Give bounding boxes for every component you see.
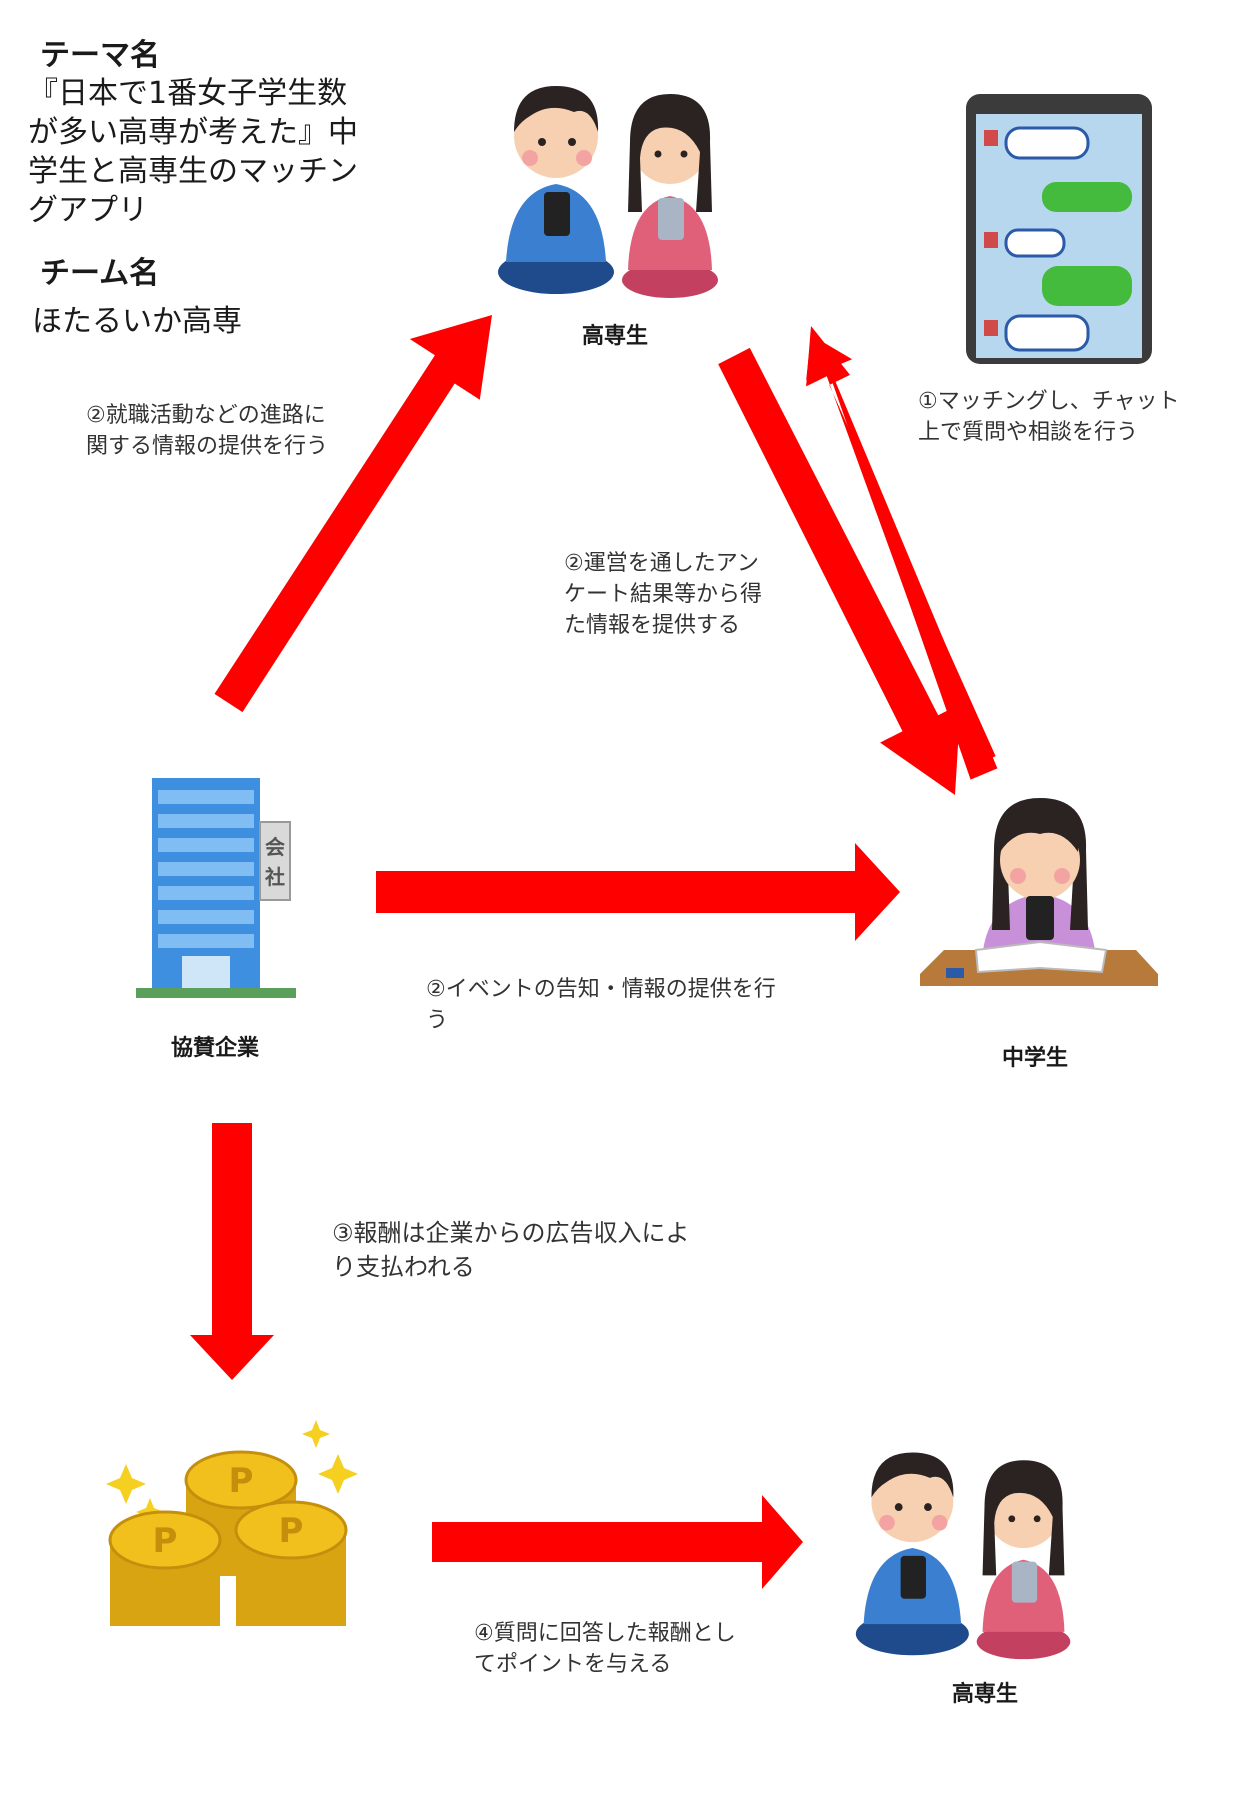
caption-line: ②イベントの告知・情報の提供を行 [426, 977, 776, 1002]
coin-letter: P [229, 1461, 254, 1501]
arrow-coins-to-kosen [432, 1495, 803, 1589]
caption-event: ②イベントの告知・情報の提供を行 う [426, 974, 776, 1036]
caption-matching: ①マッチングし、チャット 上で質問や相談を行う [918, 386, 1180, 448]
caption-line: う [426, 1008, 449, 1033]
caption-line: 上で質問や相談を行う [918, 420, 1139, 445]
theme-line: グアプリ [28, 193, 148, 228]
caption-line: ③報酬は企業からの広告収入によ [332, 1219, 690, 1247]
arrow-kosen-to-junior-b [806, 335, 998, 780]
caption-line: ④質問に回答した報酬とし [474, 1621, 736, 1646]
node-label-junior-high: 中学生 [1001, 1046, 1068, 1071]
caption-line: ケート結果等から得 [564, 582, 763, 607]
chat-phone-illustration [966, 94, 1152, 364]
company-building-illustration: 会 社 [136, 778, 296, 998]
caption-line: り支払われる [332, 1253, 475, 1281]
theme-title: 『日本で1番女子学生数 が多い高専が考えた』中 学生と高専生のマッチン グアプリ [28, 74, 408, 230]
caption-line: ②就職活動などの進路に [86, 403, 326, 428]
coin-letter: P [153, 1521, 178, 1561]
node-label-kosen-top: 高専生 [581, 324, 648, 349]
theme-heading: テーマ名 [40, 38, 160, 73]
theme-line: 『日本で1番女子学生数 [28, 76, 348, 111]
theme-line: 学生と高専生のマッチン [28, 154, 358, 189]
caption-line: てポイントを与える [474, 1652, 672, 1677]
arrow-sponsor-to-coins [190, 1123, 274, 1380]
coin-stack: P P P [108, 1450, 348, 1626]
caption-line: 関する情報の提供を行う [86, 434, 329, 459]
arrow-sponsor-to-kosen [214, 315, 492, 713]
point-coins-illustration: P P P [106, 1420, 358, 1626]
caption-survey: ②運営を通したアン ケート結果等から得 た情報を提供する [564, 548, 762, 641]
caption-line: ①マッチングし、チャット [918, 389, 1180, 414]
caption-points: ④質問に回答した報酬とし てポイントを与える [474, 1618, 736, 1680]
caption-reward-source: ③報酬は企業からの広告収入によ り支払われる [332, 1216, 690, 1284]
team-name: ほたるいか高専 [32, 304, 242, 339]
boy-student [498, 86, 614, 294]
caption-career: ②就職活動などの進路に 関する情報の提供を行う [86, 400, 328, 462]
arrow-sponsor-to-junior [376, 843, 900, 941]
kosen-students-illustration [498, 86, 718, 298]
node-label-kosen-bottom: 高専生 [951, 1682, 1018, 1707]
theme-line: が多い高専が考えた』中 [28, 115, 358, 150]
node-label-sponsor: 協賛企業 [170, 1036, 259, 1061]
building-sign-char: 社 [264, 865, 285, 889]
junior-high-student-illustration [920, 798, 1158, 986]
caption-line: た情報を提供する [564, 613, 741, 638]
coin-letter: P [279, 1511, 304, 1551]
girl-student [976, 1460, 1071, 1660]
boy-student [855, 1452, 969, 1656]
girl-student [622, 94, 718, 298]
arrow-kosen-to-junior-a [718, 347, 961, 795]
building-sign-char: 会 [265, 835, 285, 859]
team-heading: チーム名 [40, 256, 160, 291]
building-windows [158, 790, 254, 948]
chat-bubbles [984, 126, 1132, 352]
kosen-students-illustration-bottom [855, 1452, 1071, 1660]
caption-line: ②運営を通したアン [564, 551, 759, 576]
